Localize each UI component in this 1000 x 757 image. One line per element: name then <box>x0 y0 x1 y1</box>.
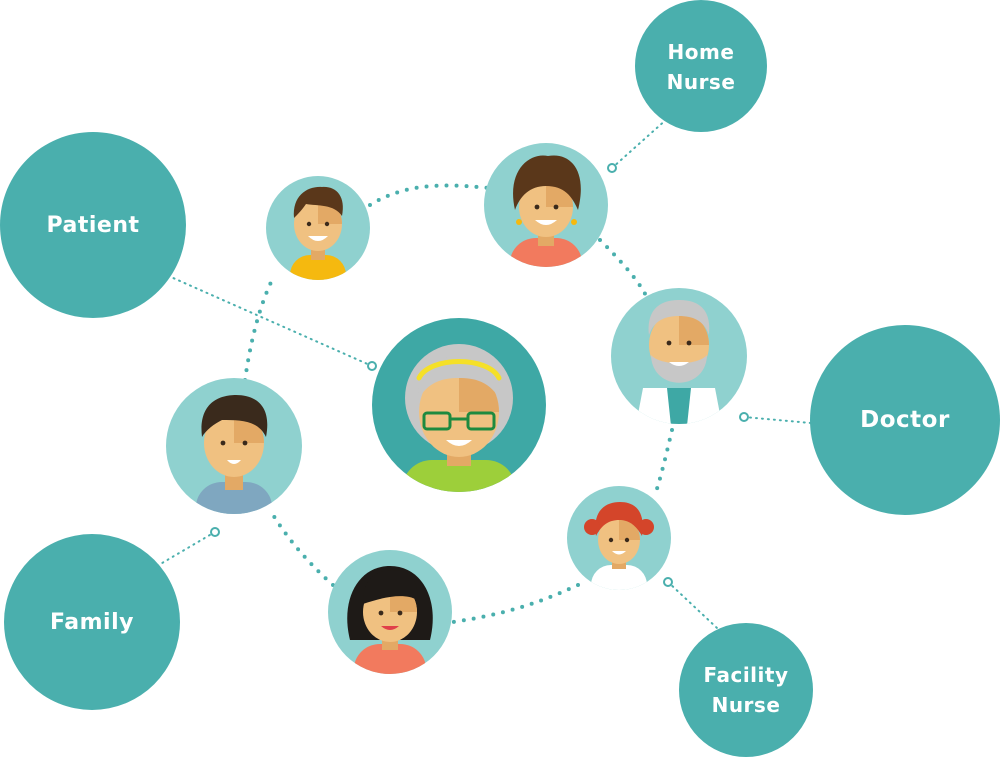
avatar-doctor <box>611 288 747 424</box>
connector-endpoint <box>210 527 220 537</box>
avatar-boy <box>266 176 370 280</box>
connector-endpoint <box>739 412 749 422</box>
connector-endpoint <box>663 577 673 587</box>
role-circle-doctor <box>810 325 1000 515</box>
connector-endpoint <box>367 361 377 371</box>
care-loop-connector <box>243 183 674 624</box>
avatar-home-nurse <box>484 143 608 267</box>
role-circle-home-nurse <box>635 0 767 132</box>
avatar-grandmother <box>372 318 546 492</box>
connector-endpoint <box>607 163 617 173</box>
role-circle-patient <box>0 132 186 318</box>
avatar-father <box>166 378 302 514</box>
role-circle-facility-nurse <box>679 623 813 757</box>
avatar-facility-nurse <box>567 486 671 590</box>
role-circle-family <box>4 534 180 710</box>
avatar-mother <box>328 550 452 674</box>
